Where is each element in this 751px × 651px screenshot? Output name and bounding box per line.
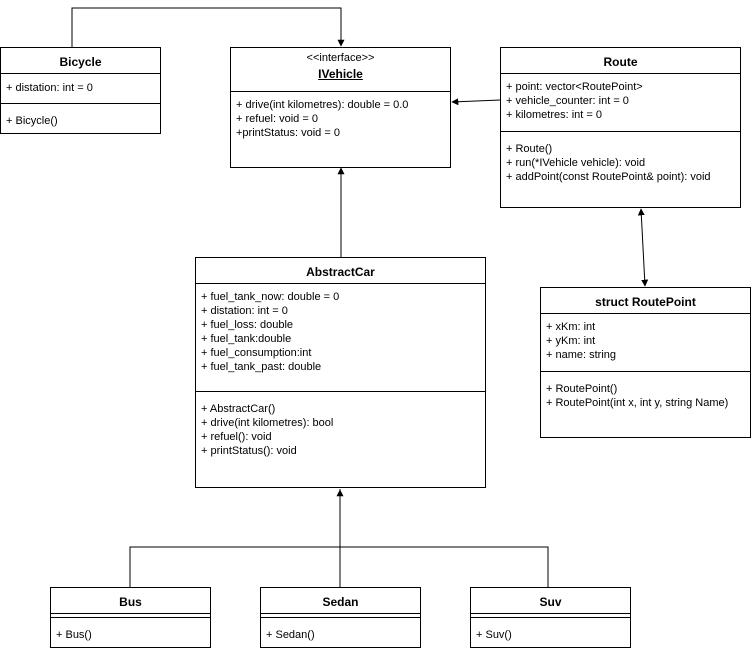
class-route-method: + Route() — [506, 143, 553, 155]
class-suv: Suv + Suv() — [470, 587, 631, 648]
class-abstractcar-method: + refuel(): void — [201, 431, 272, 443]
class-route: Route + point: vector<RoutePoint> + vehi… — [500, 47, 741, 208]
class-abstractcar-attribute: + fuel_consumption:int — [201, 347, 312, 359]
class-sedan-methods: + Sedan() — [266, 628, 315, 642]
class-suv-method: + Suv() — [476, 629, 512, 641]
struct-routepoint-attributes: + xKm: int + yKm: int + name: string — [546, 320, 616, 362]
bicycle-ivehicle-connector — [71, 7, 345, 47]
class-bicycle-methods: + Bicycle() — [6, 114, 58, 128]
struct-routepoint-attribute: + yKm: int — [546, 335, 596, 347]
interface-stereotype: <<interface>> — [306, 52, 375, 64]
class-route-attribute: + vehicle_counter: int = 0 — [506, 95, 629, 107]
class-route-attribute: + point: vector<RoutePoint> — [506, 81, 643, 93]
interface-ivehicle: <<interface>> IVehicle + drive(int kilom… — [230, 47, 451, 168]
class-sedan: Sedan + Sedan() — [260, 587, 421, 648]
route-ivehicle-connector — [451, 98, 501, 106]
class-bicycle-attributes: + distation: int = 0 — [6, 81, 93, 95]
class-abstractcar-method: + AbstractCar() — [201, 403, 276, 415]
interface-ivehicle-method: + drive(int kilometres): double = 0.0 — [236, 99, 409, 111]
class-suv-name: Suv — [539, 595, 562, 609]
struct-routepoint-attribute: + name: string — [546, 349, 617, 361]
interface-ivehicle-method: +printStatus: void = 0 — [236, 127, 340, 139]
class-sedan-name: Sedan — [322, 595, 359, 609]
struct-routepoint-name: struct RoutePoint — [595, 295, 696, 309]
struct-routepoint-attribute: + xKm: int — [546, 321, 596, 333]
class-abstractcar-attribute: + fuel_tank_past: double — [201, 361, 322, 373]
class-abstractcar: AbstractCar + fuel_tank_now: double = 0 … — [195, 257, 486, 488]
class-route-name: Route — [603, 55, 638, 69]
class-abstractcar-method: + printStatus(): void — [201, 445, 297, 457]
class-bicycle-name: Bicycle — [59, 55, 102, 69]
class-route-method: + run(*IVehicle vehicle): void — [506, 157, 646, 169]
class-abstractcar-attribute: + fuel_tank_now: double = 0 — [201, 291, 340, 303]
interface-ivehicle-method: + refuel: void = 0 — [236, 113, 318, 125]
struct-routepoint-method: + RoutePoint() — [546, 383, 618, 395]
class-sedan-method: + Sedan() — [266, 629, 315, 641]
struct-routepoint-method: + RoutePoint(int x, int y, string Name) — [546, 397, 729, 409]
class-abstractcar-attribute: + distation: int = 0 — [201, 305, 288, 317]
interface-ivehicle-methods: + drive(int kilometres): double = 0.0 + … — [236, 98, 408, 140]
class-route-method: + addPoint(const RoutePoint& point): voi… — [506, 171, 711, 183]
class-bicycle-method: + Bicycle() — [6, 115, 58, 127]
class-abstractcar-attribute: + fuel_loss: double — [201, 319, 294, 331]
class-bus-method: + Bus() — [56, 629, 92, 641]
subclasses-abstractcar-connector — [129, 489, 549, 587]
class-abstractcar-methods: + AbstractCar() + drive(int kilometres):… — [201, 402, 333, 458]
class-suv-methods: + Suv() — [476, 628, 512, 642]
struct-routepoint-methods: + RoutePoint() + RoutePoint(int x, int y… — [546, 382, 728, 410]
class-route-attributes: + point: vector<RoutePoint> + vehicle_co… — [506, 80, 643, 122]
interface-ivehicle-header: <<interface>> IVehicle — [231, 52, 450, 81]
class-bus-name: Bus — [119, 595, 142, 609]
class-bicycle-attribute: + distation: int = 0 — [6, 82, 93, 94]
class-abstractcar-name: AbstractCar — [306, 265, 375, 279]
class-bus: Bus + Bus() — [50, 587, 211, 648]
route-routepoint-connector — [637, 208, 649, 287]
struct-routepoint: struct RoutePoint + xKm: int + yKm: int … — [540, 287, 751, 438]
class-route-methods: + Route() + run(*IVehicle vehicle): void… — [506, 142, 711, 184]
class-bus-methods: + Bus() — [56, 628, 92, 642]
class-abstractcar-method: + drive(int kilometres): bool — [201, 417, 334, 429]
class-abstractcar-attributes: + fuel_tank_now: double = 0 + distation:… — [201, 290, 339, 374]
class-abstractcar-attribute: + fuel_tank:double — [201, 333, 292, 345]
class-bicycle: Bicycle + distation: int = 0 + Bicycle() — [0, 47, 161, 134]
class-route-attribute: + kilometres: int = 0 — [506, 109, 602, 121]
interface-ivehicle-name: IVehicle — [318, 67, 363, 81]
